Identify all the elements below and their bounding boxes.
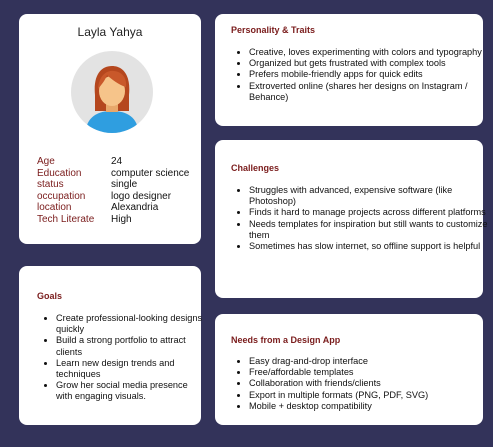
- list-item: Mobile + desktop compatibility: [249, 401, 489, 412]
- list-item: Extroverted online (shares her designs o…: [249, 81, 489, 103]
- fact-row-status: status single: [37, 179, 189, 191]
- avatar-icon: [71, 51, 153, 133]
- fact-value: High: [111, 213, 132, 225]
- fact-row-location: location Alexandria: [37, 202, 189, 214]
- list-item: Create professional-looking designs quic…: [56, 313, 206, 335]
- fact-label: Age: [37, 156, 55, 167]
- list-item: Grow her social media presence with enga…: [56, 380, 206, 402]
- fact-value: computer science: [111, 167, 190, 179]
- list-item: Sometimes has slow internet, so offline …: [249, 241, 489, 252]
- fact-row-occupation: occupation logo designer: [37, 191, 189, 203]
- list-item: Easy drag-and-drop interface: [249, 356, 489, 367]
- fact-value: logo designer: [111, 190, 172, 202]
- list-item: Prefers mobile-friendly apps for quick e…: [249, 69, 489, 80]
- traits-card: Personality & Traits Creative, loves exp…: [215, 14, 483, 126]
- profile-card: Layla Yahya Age 24: [19, 14, 201, 244]
- fact-label: Tech Literate: [37, 213, 95, 225]
- list-item: Creative, loves experimenting with color…: [249, 47, 489, 58]
- fact-label: status: [37, 179, 64, 191]
- list-item: Build a strong portfolio to attract clie…: [56, 335, 206, 357]
- fact-value: single: [111, 179, 138, 191]
- fact-row-tech-literate: Tech Literate High: [37, 214, 189, 226]
- needs-title: Needs from a Design App: [231, 335, 341, 345]
- fact-row-age: Age 24: [37, 156, 189, 168]
- list-item: Organized but gets frustrated with compl…: [249, 58, 489, 69]
- challenges-card: Challenges Struggles with advanced, expe…: [215, 140, 487, 298]
- needs-card: Needs from a Design App Easy drag-and-dr…: [215, 314, 483, 425]
- list-item: Learn new design trends and techniques: [56, 358, 206, 380]
- challenges-list: Struggles with advanced, expensive softw…: [233, 185, 489, 252]
- needs-list: Easy drag-and-drop interface Free/afford…: [233, 356, 489, 412]
- list-item: Needs templates for inspiration but stil…: [249, 219, 489, 241]
- fact-row-education: Education computer science: [37, 168, 189, 180]
- fact-label: occupation: [37, 190, 86, 202]
- list-item: Export in multiple formats (PNG, PDF, SV…: [249, 390, 489, 401]
- list-item: Free/affordable templates: [249, 367, 489, 378]
- list-item: Finds it hard to manage projects across …: [249, 207, 489, 218]
- list-item: Struggles with advanced, expensive softw…: [249, 185, 489, 207]
- persona-name: Layla Yahya: [77, 25, 143, 39]
- traits-title: Personality & Traits: [231, 25, 316, 35]
- profile-facts: Age 24 Education computer science status…: [37, 156, 189, 226]
- goals-card: Goals Create professional-looking design…: [19, 266, 202, 425]
- fact-value: 24: [111, 156, 123, 167]
- fact-value: Alexandria: [111, 202, 159, 214]
- fact-label: location: [37, 202, 72, 214]
- traits-list: Creative, loves experimenting with color…: [233, 47, 489, 103]
- fact-label: Education: [37, 167, 82, 179]
- challenges-title: Challenges: [231, 163, 280, 173]
- list-item: Collaboration with friends/clients: [249, 378, 489, 389]
- goals-title: Goals: [37, 291, 63, 301]
- goals-list: Create professional-looking designs quic…: [40, 313, 206, 403]
